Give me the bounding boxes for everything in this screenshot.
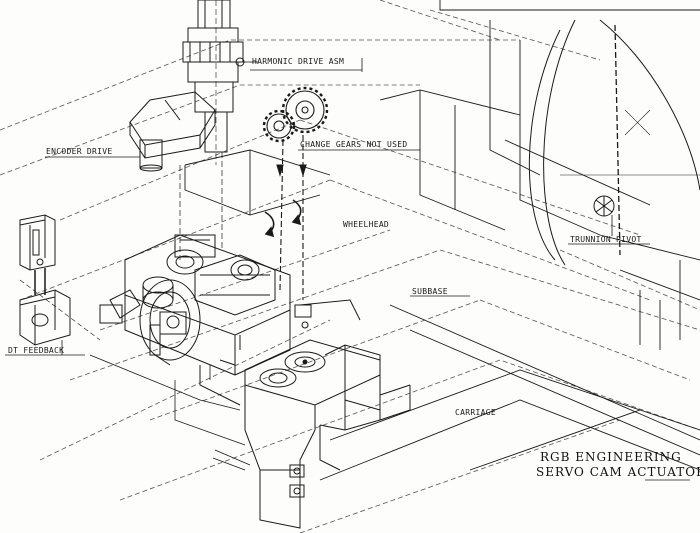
label-wheelhead: WHEELHEAD <box>343 220 390 229</box>
trunnion-disc <box>528 19 700 266</box>
cam-housing <box>244 339 411 529</box>
base-plate <box>89 354 251 471</box>
encoder-drive-part <box>129 91 216 172</box>
machine-body <box>319 0 700 481</box>
label-leaders <box>5 58 690 481</box>
label-encoder-drive: ENCODER DRIVE <box>46 147 113 156</box>
label-harmonic-drive: HARMONIC DRIVE ASM <box>252 57 345 66</box>
gear-box <box>99 234 361 406</box>
title-company: RGB ENGINEERING <box>540 450 682 464</box>
title-drawing: SERVO CAM ACTUATOR <box>536 465 700 479</box>
label-change-gears: CHANGE GEARS NOT USED <box>300 140 408 149</box>
label-dt-feedback: DT FEEDBACK <box>8 346 65 355</box>
dt-feedback-part <box>19 214 101 346</box>
harmonic-drive-assembly <box>182 0 245 165</box>
centerlines <box>179 152 223 260</box>
change-gears-part <box>262 86 329 300</box>
label-carriage: CARRIAGE <box>455 408 496 417</box>
motion-arrows <box>264 199 302 238</box>
label-subbase: SUBBASE <box>412 287 448 296</box>
label-trunnion-pivot: TRUNNION PIVOT <box>570 235 642 244</box>
wheelhead-block <box>184 149 331 216</box>
